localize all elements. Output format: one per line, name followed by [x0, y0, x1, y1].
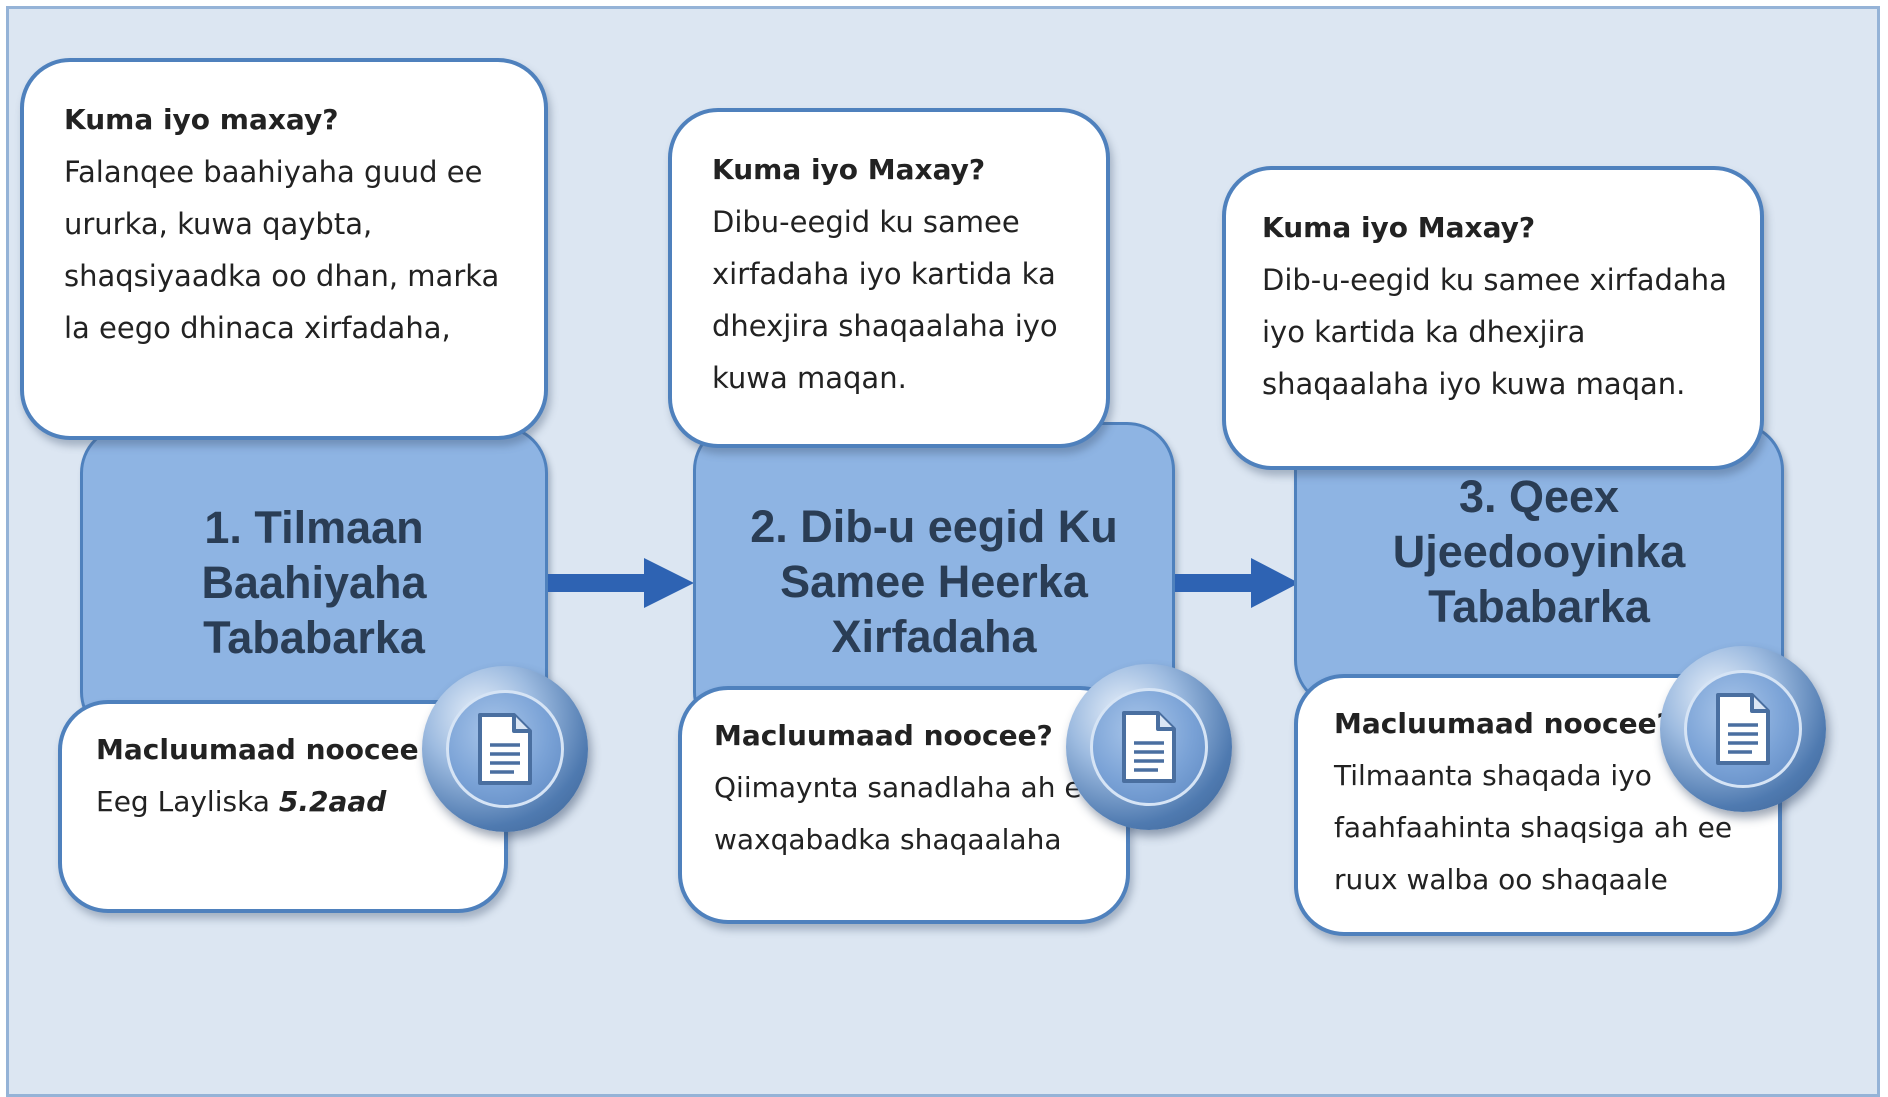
- step-1-info-heading: Macluumaad noocee: [96, 733, 419, 766]
- step-2-question-body: Dibu-eegid ku samee xirfadaha iyo kartid…: [712, 205, 1058, 395]
- step-1-question-heading: Kuma iyo maxay?: [64, 103, 339, 136]
- step-1-box: 1. Tilmaan Baahiyaha Tababarka: [80, 425, 548, 740]
- step-1-info-body: Eeg Layliska: [96, 785, 270, 818]
- step-3-question-card: Kuma iyo Maxay? Dib-u-eegid ku samee xir…: [1222, 166, 1764, 470]
- document-icon: [422, 666, 588, 832]
- step-3-title: 3. Qeex Ujeedooyinka Tababarka: [1392, 471, 1686, 632]
- step-2-question-heading: Kuma iyo Maxay?: [712, 153, 986, 186]
- step-3-info-card: Macluumaad noocee? Tilmaanta shaqada iyo…: [1294, 674, 1782, 936]
- arrow-right-icon: [548, 558, 694, 608]
- step-3-question-heading: Kuma iyo Maxay?: [1262, 211, 1536, 244]
- step-3-question-body: Dib-u-eegid ku samee xirfadaha iyo karti…: [1262, 263, 1727, 401]
- step-1-title: 1. Tilmaan Baahiyaha Tababarka: [201, 502, 427, 663]
- step-1-info-emphasis: 5.2aad: [278, 785, 387, 818]
- step-1-question-card: Kuma iyo maxay? Falanqee baahiyaha guud …: [20, 58, 548, 440]
- document-icon: [1660, 646, 1826, 812]
- step-3-info-heading: Macluumaad noocee?: [1334, 707, 1673, 740]
- arrow-right-icon: [1175, 558, 1299, 608]
- step-2-info-body: Qiimaynta sanadlaha ah ee waxqabadka sha…: [714, 771, 1099, 856]
- step-3-info-body: Tilmaanta shaqada iyo faahfaahinta shaqs…: [1334, 759, 1733, 896]
- step-2-info-heading: Macluumaad noocee?: [714, 719, 1053, 752]
- step-1-info-card: Macluumaad noocee Eeg Layliska 5.2aad: [58, 700, 508, 913]
- step-1-question-body: Falanqee baahiyaha guud ee ururka, kuwa …: [64, 155, 500, 345]
- step-2-title: 2. Dib-u eegid Ku Samee Heerka Xirfadaha: [750, 500, 1118, 662]
- document-icon: [1066, 664, 1232, 830]
- step-2-info-card: Macluumaad noocee? Qiimaynta sanadlaha a…: [678, 686, 1130, 924]
- step-2-question-card: Kuma iyo Maxay? Dibu-eegid ku samee xirf…: [668, 108, 1110, 448]
